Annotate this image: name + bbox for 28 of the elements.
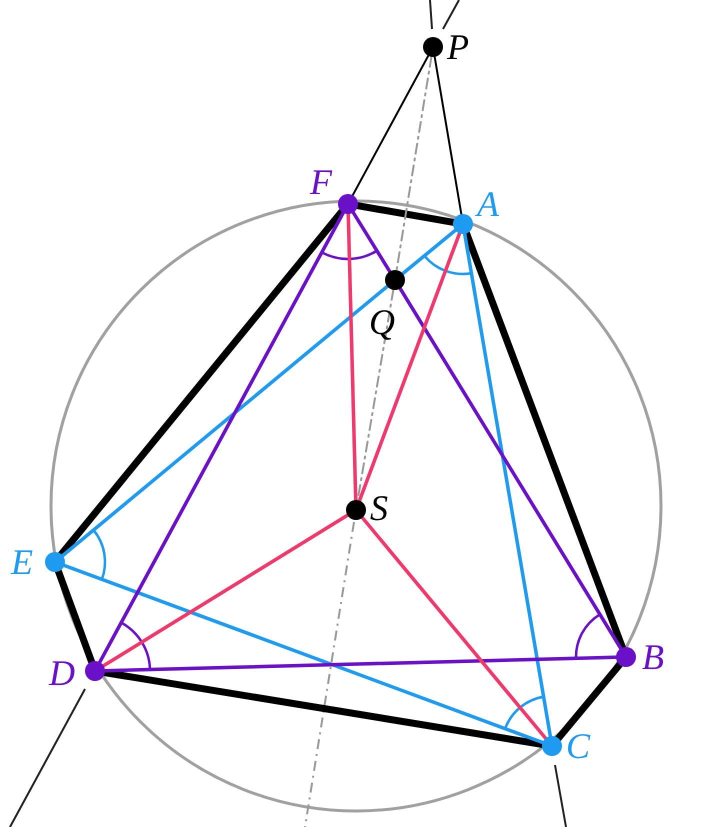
line-segment xyxy=(462,232,552,738)
line-segment xyxy=(396,56,432,272)
line-segment xyxy=(98,211,345,664)
line-segment xyxy=(398,286,623,650)
line-segment xyxy=(400,228,458,276)
point-label: B xyxy=(642,639,664,675)
line-segment xyxy=(352,210,392,274)
point-label: A xyxy=(477,186,499,222)
point-label: S xyxy=(370,490,388,526)
point-label: E xyxy=(11,544,33,580)
line-segment xyxy=(356,288,394,502)
line-segment xyxy=(103,656,618,672)
line-segment xyxy=(434,56,462,216)
line-segment xyxy=(102,514,350,668)
line-segment xyxy=(62,564,544,744)
point-label: D xyxy=(49,655,75,691)
line-segment xyxy=(358,232,462,502)
line-segment xyxy=(346,212,358,502)
point-label: Q xyxy=(369,304,395,340)
point-label: P xyxy=(447,29,469,65)
line-segment xyxy=(352,54,430,196)
line-segment xyxy=(60,284,390,558)
point-label: C xyxy=(566,728,590,764)
line-segment xyxy=(360,516,548,740)
line-segment xyxy=(554,661,624,742)
line-segment xyxy=(354,202,457,226)
point-label: F xyxy=(310,164,332,200)
line-segment xyxy=(54,568,96,666)
